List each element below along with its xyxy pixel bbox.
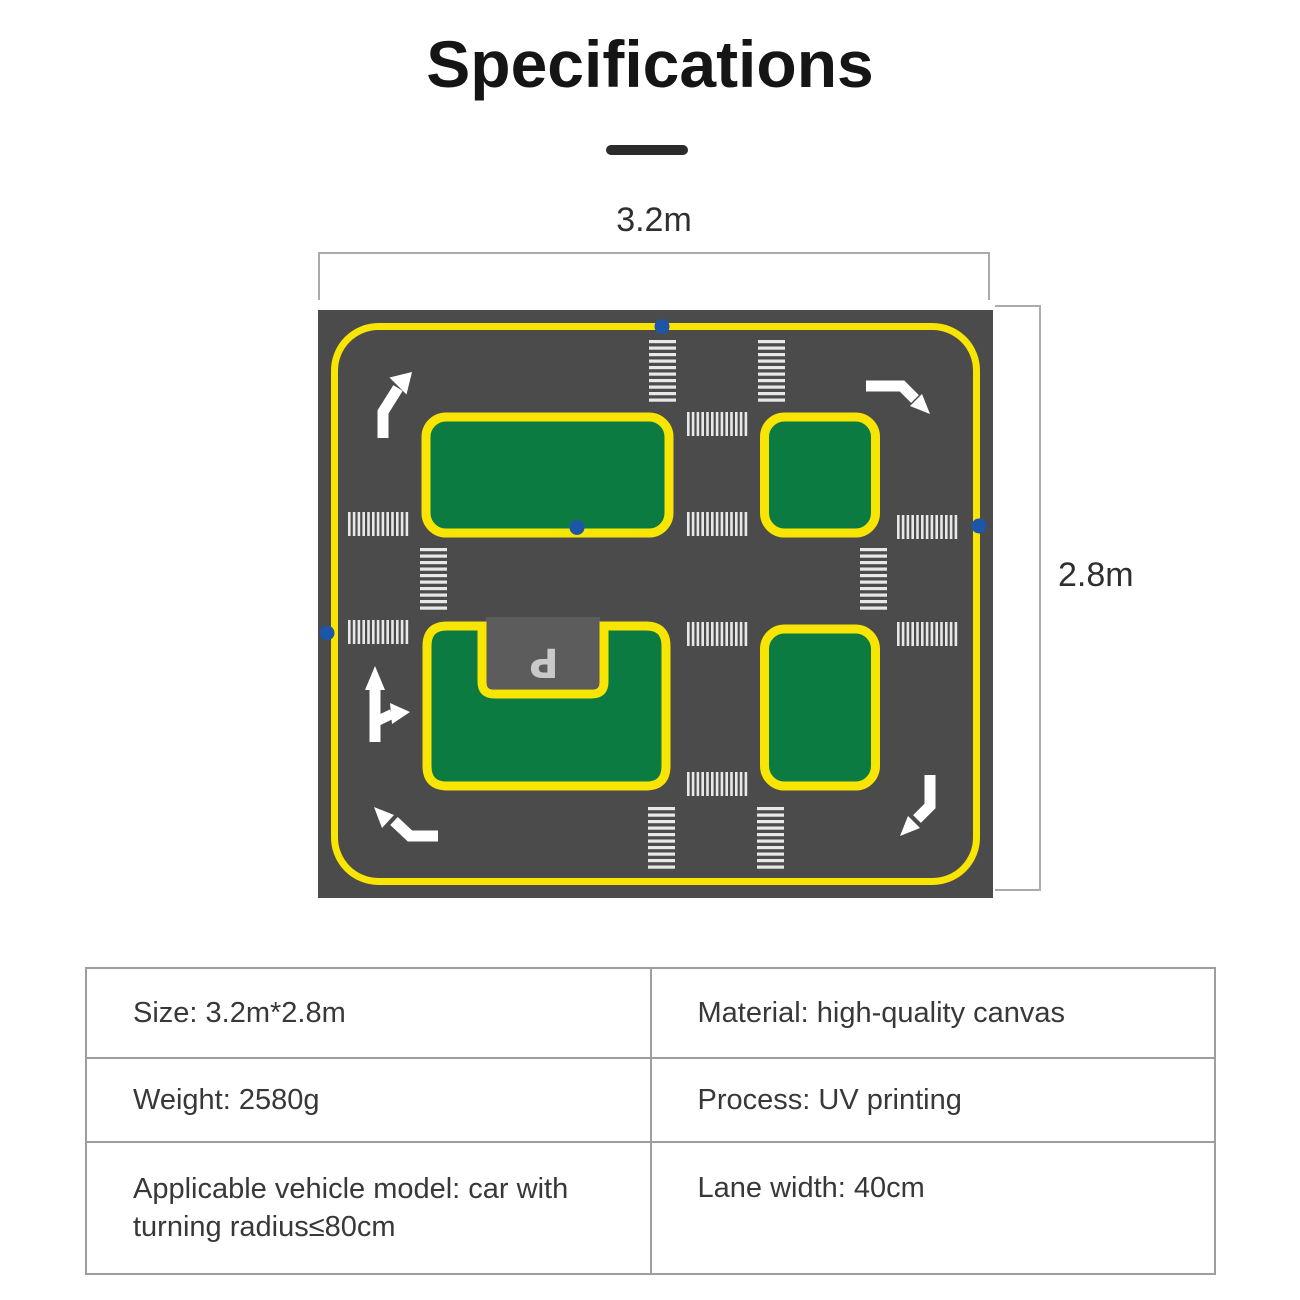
parking-bay [486,617,600,689]
height-dimension-bracket [995,305,1041,891]
width-dimension-label: 3.2m [616,201,692,239]
lane-arrows [365,372,936,842]
table-row: Size: 3.2m*2.8m Material: high-quality c… [85,967,1216,1059]
spec-process: Process: UV printing [649,1057,1216,1143]
straight-or-right-arrow-bottom-left [365,666,410,742]
title-underline [606,145,688,155]
turn-right-arrow-top-left [377,372,412,438]
spec-size: Size: 3.2m*2.8m [85,967,652,1059]
dot-top-edge [654,319,670,334]
spec-vehicle-model: Applicable vehicle model: car with turni… [85,1141,652,1275]
height-dimension-label: 2.8m [1058,556,1134,594]
specifications-table: Size: 3.2m*2.8m Material: high-quality c… [85,967,1216,1275]
green-block-top-left [421,412,674,538]
turn-left-arrow-bottom-right [900,775,936,836]
spec-vehicle-model-text: Applicable vehicle model: car with turni… [133,1172,569,1243]
spec-material: Material: high-quality canvas [649,967,1216,1059]
spec-weight: Weight: 2580g [85,1057,652,1143]
dot-block-edge [569,520,585,535]
dot-left-edge [319,625,335,641]
calibration-dots [319,319,987,641]
crosswalk-markings [348,340,958,869]
turn-left-arrow-bottom-left [374,807,438,842]
mat-background [318,310,993,898]
width-dimension-bracket [318,252,990,300]
track-mat-diagram: P [318,310,993,898]
spec-lane-width: Lane width: 40cm [649,1141,1216,1275]
turn-right-arrow-top-right [866,380,930,414]
dot-right-edge [971,518,987,534]
parking-letter: P [529,639,558,685]
green-block-parking [422,621,671,791]
table-row: Applicable vehicle model: car with turni… [85,1141,1216,1275]
green-block-bottom-right [760,624,880,791]
table-row: Weight: 2580g Process: UV printing [85,1057,1216,1143]
page-title: Specifications [426,27,874,101]
green-block-top-right [760,412,880,538]
